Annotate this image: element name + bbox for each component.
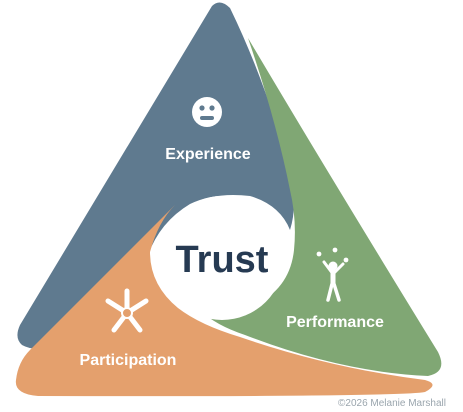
experience-label: Experience bbox=[165, 146, 250, 163]
joined-hands-icon bbox=[105, 288, 149, 333]
participation-segment bbox=[15, 205, 433, 397]
participation-label: Participation bbox=[80, 352, 177, 369]
center-label: Trust bbox=[176, 239, 269, 281]
center-circle bbox=[160, 196, 284, 320]
performance-segment bbox=[200, 38, 442, 376]
copyright-credit: ©2026 Melanie Marshall bbox=[338, 398, 446, 409]
experience-segment bbox=[17, 2, 295, 349]
performance-label: Performance bbox=[286, 314, 384, 331]
juggler-icon bbox=[316, 247, 349, 302]
smiley-face-icon bbox=[192, 97, 222, 127]
